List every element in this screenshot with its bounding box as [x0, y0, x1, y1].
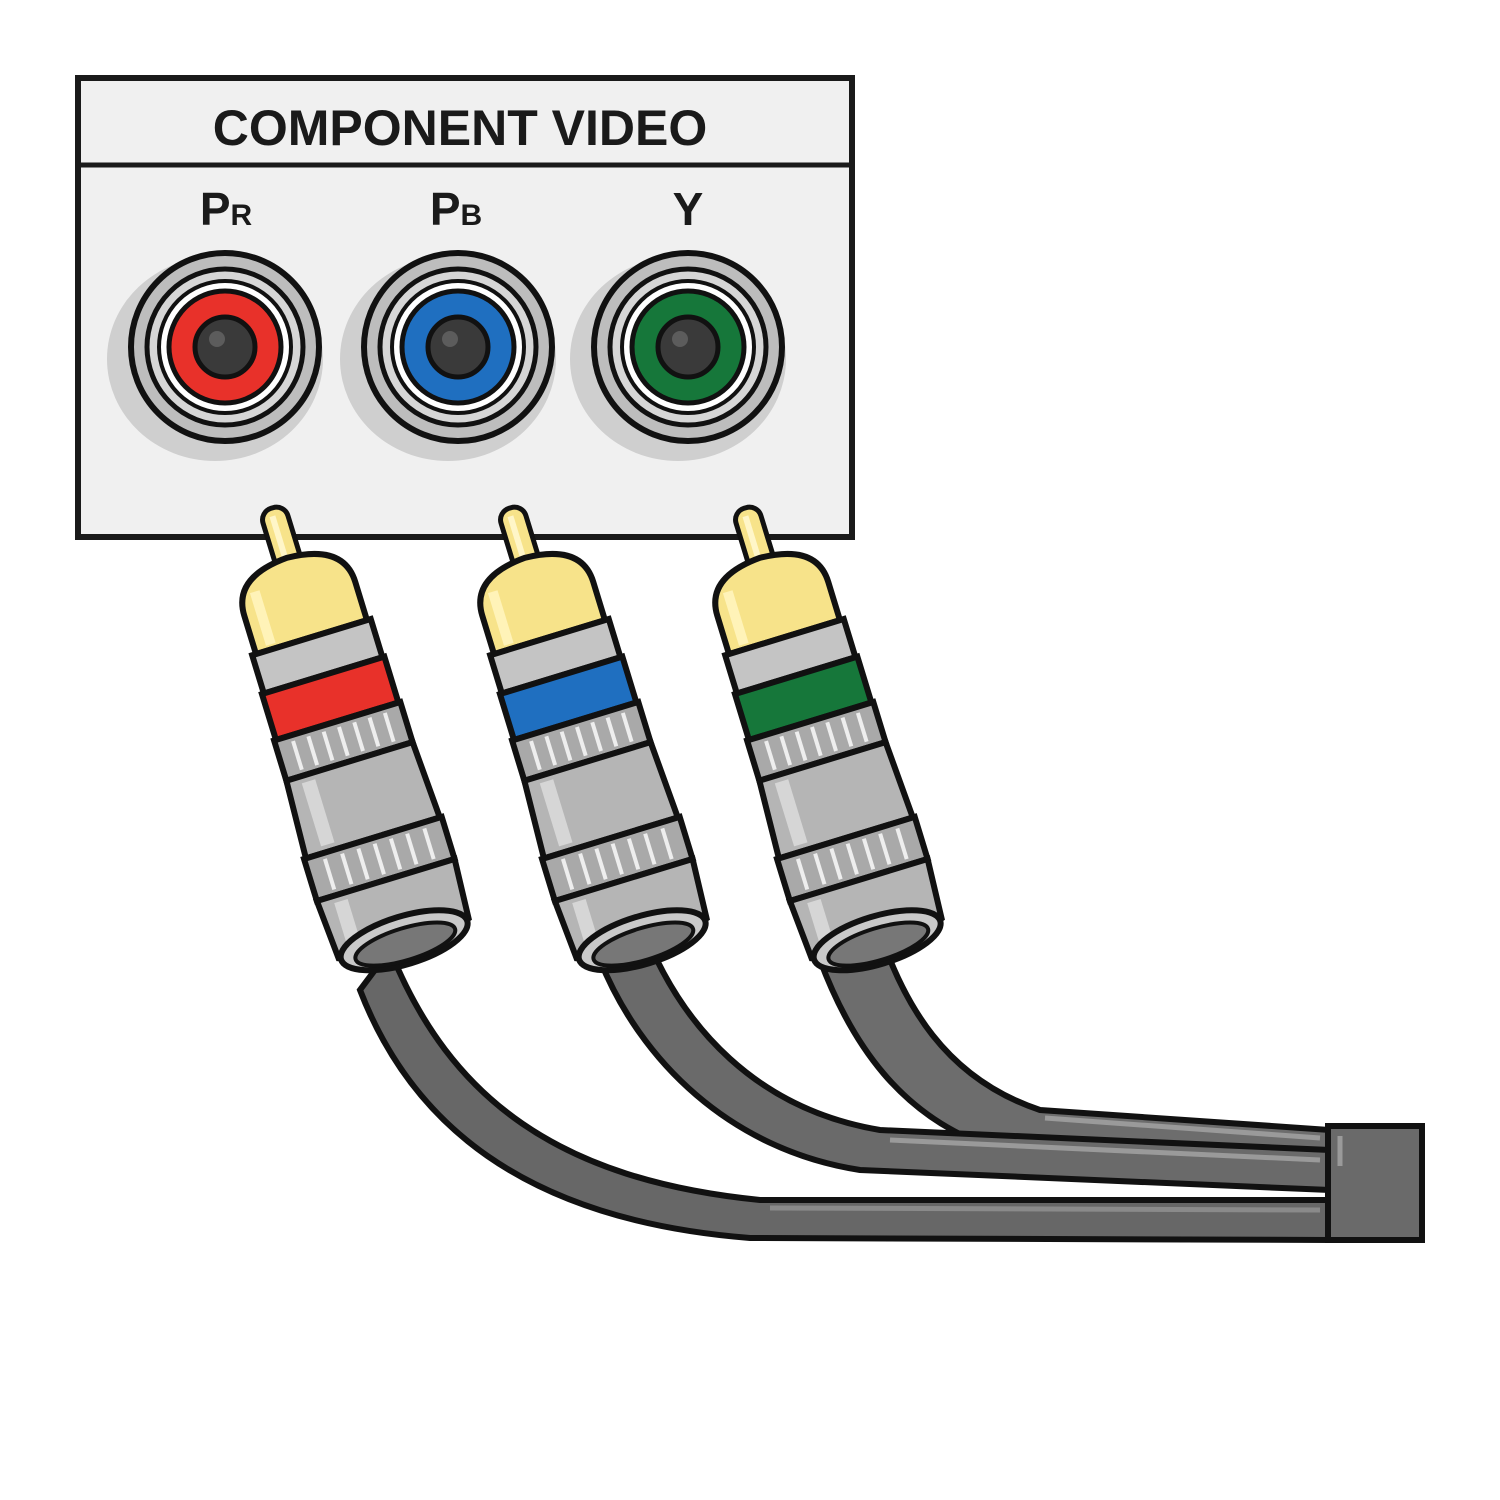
plug-pb	[477, 504, 710, 974]
jack-label-pb: PB	[430, 183, 482, 235]
cable-jacket-end	[1325, 1123, 1425, 1243]
plug-y	[712, 504, 945, 974]
jack-label-pr: PR	[200, 183, 253, 235]
plug-pr	[239, 504, 472, 974]
av-panel: COMPONENT VIDEO PR PB Y	[75, 75, 855, 540]
cable-pb	[596, 914, 1333, 1194]
jack-pr	[107, 250, 323, 461]
jack-y	[570, 250, 786, 461]
cable-bundle	[356, 893, 1425, 1244]
jack-label-y: Y	[673, 183, 704, 235]
jack-pb	[340, 250, 556, 461]
panel-title: COMPONENT VIDEO	[213, 100, 707, 156]
